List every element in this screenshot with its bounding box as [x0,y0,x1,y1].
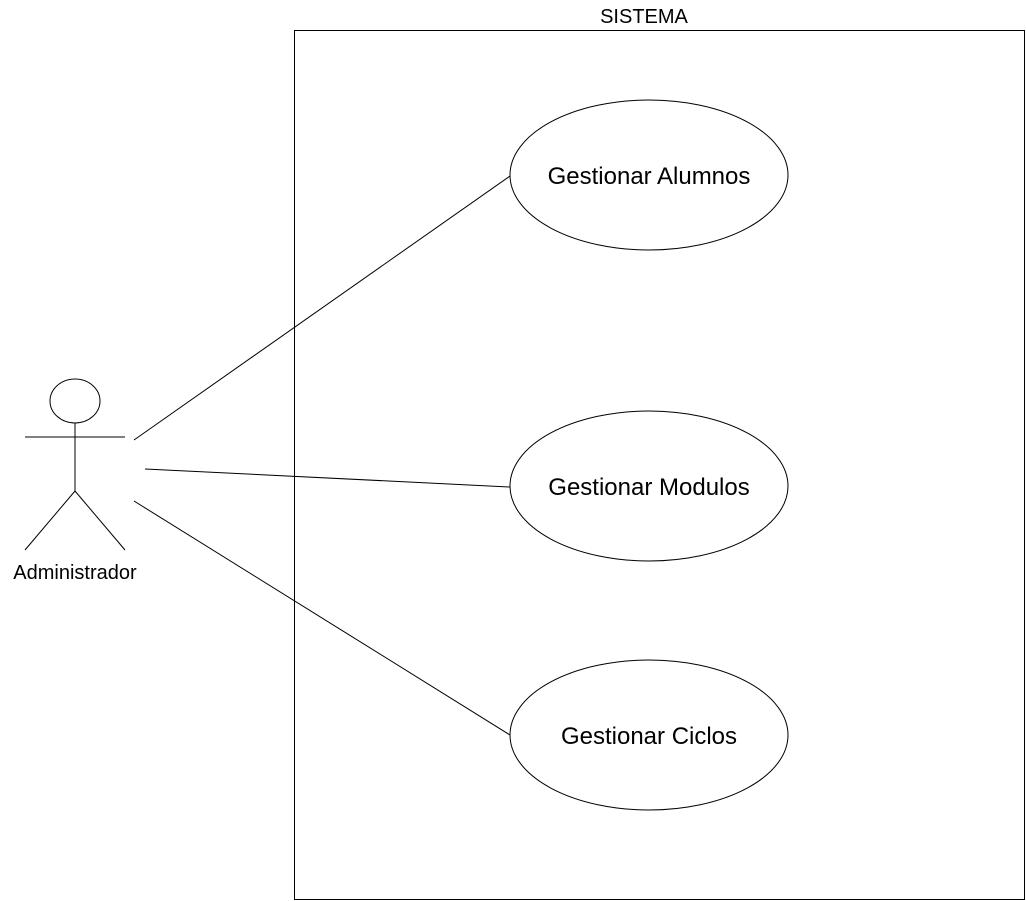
use-case-label: Gestionar Modulos [548,474,749,501]
association-line-modulos [144,468,511,488]
associations [133,175,511,736]
actor-label: Administrador [13,562,137,584]
use-case-gestionar-modulos[interactable]: Gestionar Modulos [509,410,789,562]
use-case-gestionar-alumnos[interactable]: Gestionar Alumnos [509,99,789,251]
actor-right-leg [74,490,126,551]
association-line-alumnos [133,175,511,441]
use-case-ellipse [509,99,789,251]
use-case-ellipse [509,410,789,562]
actor-head-icon [49,378,101,424]
actor-left-leg [24,490,76,551]
use-case-gestionar-ciclos[interactable]: Gestionar Ciclos [509,659,789,811]
use-case-label: Gestionar Alumnos [548,163,751,190]
system-label: SISTEMA [600,6,688,28]
association-line-ciclos [133,500,511,736]
actor-administrador[interactable]: Administrador [13,378,137,584]
use-case-label: Gestionar Ciclos [561,723,737,750]
use-case-ellipse [509,659,789,811]
